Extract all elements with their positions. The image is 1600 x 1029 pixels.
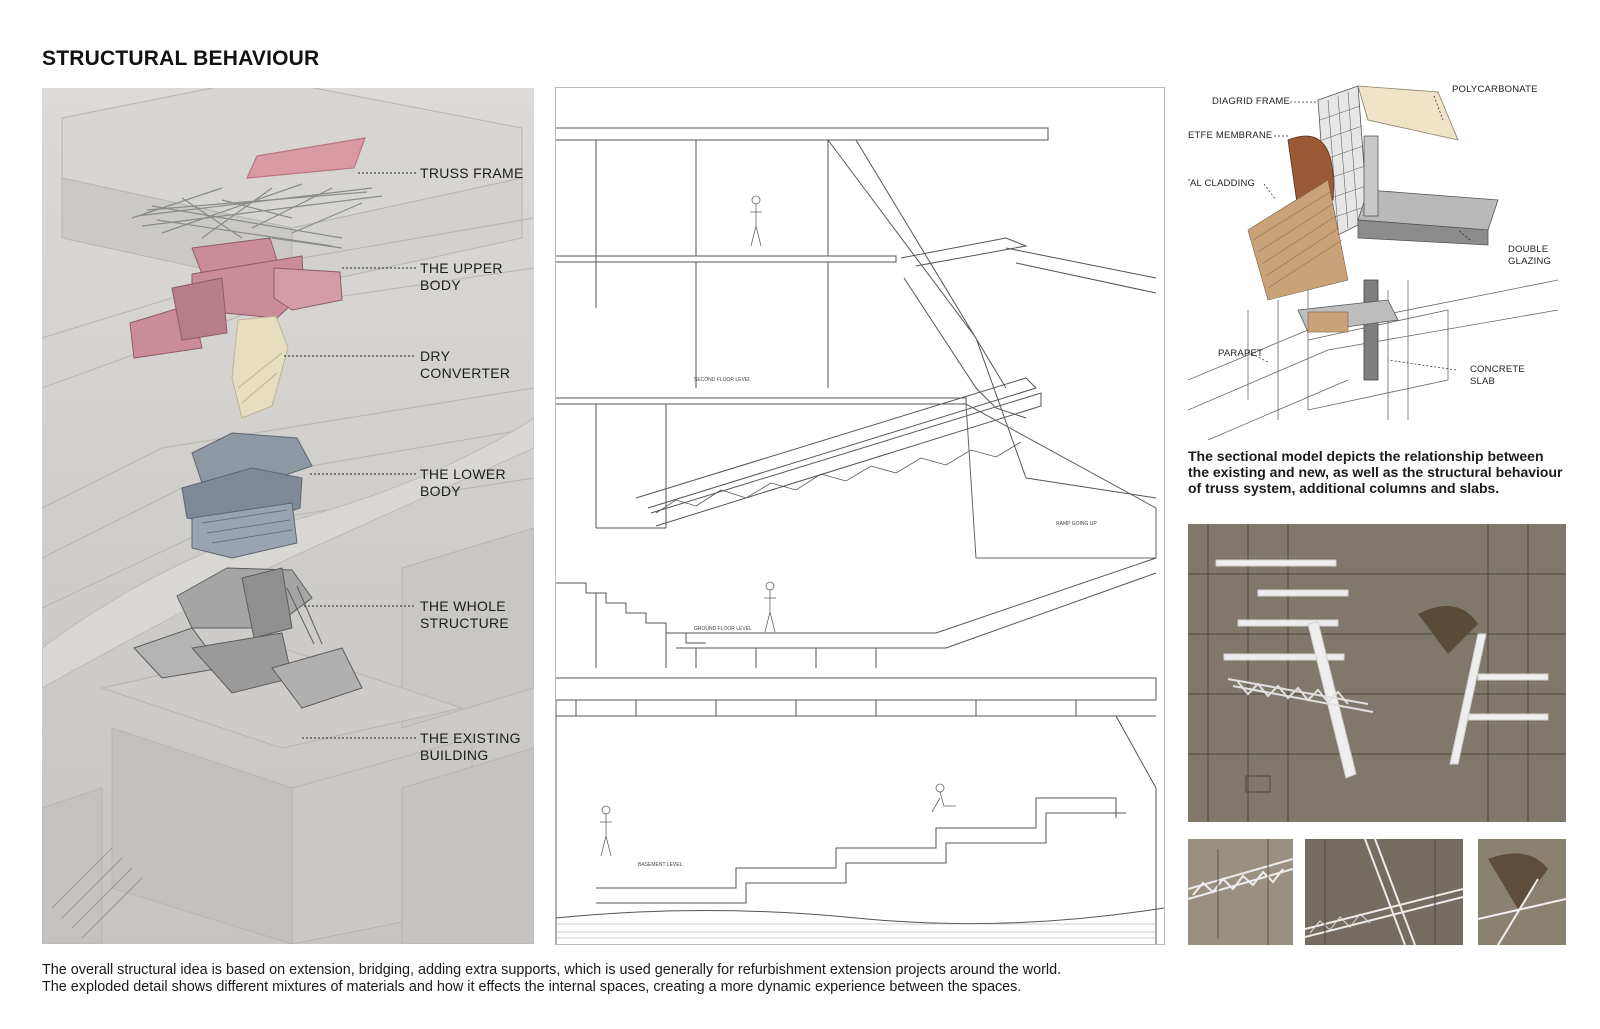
model-description: The sectional model depicts the relation…	[1188, 448, 1563, 496]
model-photo-detail-1	[1188, 839, 1293, 945]
label-dry-converter: DRY CONVERTER	[420, 348, 511, 381]
label-metal-cladding: METAL CLADDING	[1188, 178, 1256, 189]
model-photo-detail-1-image	[1188, 839, 1293, 945]
model-photo-detail-3-image	[1478, 839, 1566, 945]
label-upper-body: THE UPPER BODY	[420, 260, 503, 293]
person-figure-mid	[764, 581, 776, 633]
person-figure-upper	[750, 195, 762, 247]
exploded-axonometric-panel: TRUSS FRAME THE UPPER BODY DRY CONVERTER…	[42, 88, 534, 944]
label-ramp-going-up: RAMP GOING UP	[1056, 521, 1097, 527]
exploded-axonometric-drawing	[42, 88, 534, 944]
label-whole-structure: THE WHOLE STRUCTURE	[420, 598, 510, 631]
caption: The overall structural idea is based on …	[42, 962, 1562, 996]
person-figure-basement	[600, 805, 612, 857]
label-concrete-slab: CONCRETE SLAB	[1470, 364, 1525, 387]
building-section-drawing: SECOND FLOOR LEVEL GROUND FLOOR LEVEL BA…	[556, 127, 1164, 944]
person-figure-seated	[931, 783, 956, 813]
label-double-glazing: DOUBLE GLAZING	[1508, 244, 1552, 267]
model-photo-main	[1188, 524, 1566, 822]
section-drawing-panel: SECOND FLOOR LEVEL GROUND FLOOR LEVEL BA…	[555, 87, 1165, 945]
sectional-model-axonometric: DIAGRID FRAME POLYCARBONATE ETFE MEMBRAN…	[1188, 80, 1558, 440]
model-photo-detail-3	[1478, 839, 1566, 945]
model-photo-detail-2	[1305, 839, 1463, 945]
label-ground-floor-level: GROUND FLOOR LEVEL	[694, 626, 752, 632]
label-etfe-membrane: ETFE MEMBRANE	[1188, 130, 1273, 141]
page-title: STRUCTURAL BEHAVIOUR	[42, 47, 320, 70]
label-diagrid-frame: DIAGRID FRAME	[1212, 96, 1291, 107]
label-second-floor-level: SECOND FLOOR LEVEL	[694, 377, 751, 383]
label-parapet: PARAPET	[1218, 348, 1264, 359]
model-photo-main-image	[1188, 524, 1566, 822]
label-lower-body: THE LOWER BODY	[420, 466, 506, 499]
caption-line-2: The exploded detail shows different mixt…	[42, 979, 1022, 995]
material-axonometric-drawing	[1188, 85, 1558, 440]
label-basement-level: BASEMENT LEVEL	[638, 862, 683, 868]
caption-line-1: The overall structural idea is based on …	[42, 962, 1062, 978]
label-polycarbonate: POLYCARBONATE	[1452, 84, 1538, 95]
label-existing-building: THE EXISTING BUILDING	[420, 730, 521, 763]
label-truss-frame: TRUSS FRAME	[420, 165, 524, 181]
model-photo-detail-2-image	[1305, 839, 1463, 945]
